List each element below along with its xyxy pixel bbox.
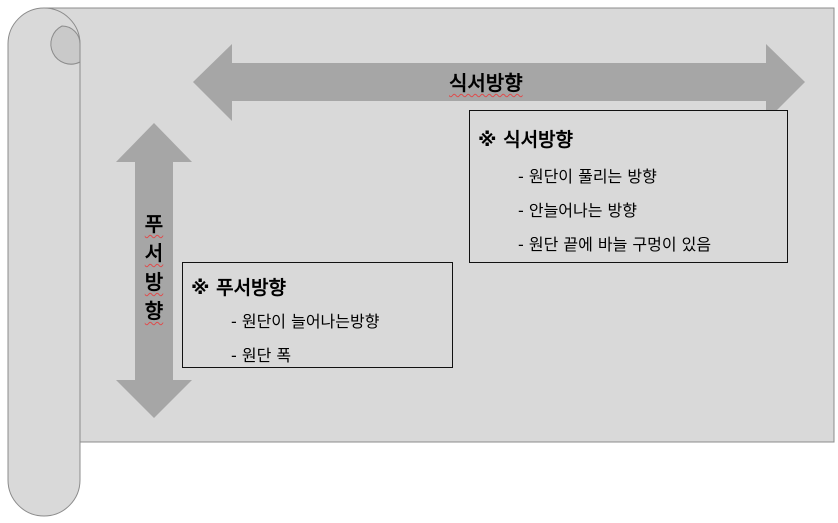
puseo-char-4: 향 [144, 299, 164, 323]
horizontal-double-arrow [193, 44, 805, 121]
sikseo-direction-label: 식서방향 [449, 71, 523, 95]
vertical-arrow-label: 푸 서 방 향 [141, 210, 167, 326]
vertical-double-arrow [116, 123, 192, 418]
fabric-roll-left [7, 7, 81, 517]
puseo-item-1: - 원단이 늘어나는방향 [231, 312, 380, 331]
puseo-char-3: 방 [144, 270, 164, 294]
puseo-char-2: 서 [144, 241, 164, 265]
puseo-item-2: - 원단 폭 [231, 346, 292, 365]
sikseo-item-2: - 안늘어나는 방향 [518, 201, 637, 220]
sikseo-item-1: - 원단이 풀리는 방향 [518, 167, 657, 186]
horizontal-arrow-label: 식서방향 [449, 67, 523, 96]
puseo-char-1: 푸 [144, 212, 164, 236]
puseo-box-title: ※ 푸서방향 [191, 277, 287, 299]
sikseo-info-box: ※ 식서방향 - 원단이 풀리는 방향 - 안늘어나는 방향 - 원단 끝에 바… [469, 110, 788, 263]
puseo-info-box: ※ 푸서방향 - 원단이 늘어나는방향 - 원단 폭 [182, 262, 453, 368]
fabric-roll-curl [50, 25, 81, 65]
sikseo-item-3: - 원단 끝에 바늘 구멍이 있음 [518, 235, 712, 254]
sikseo-box-title: ※ 식서방향 [478, 129, 574, 151]
